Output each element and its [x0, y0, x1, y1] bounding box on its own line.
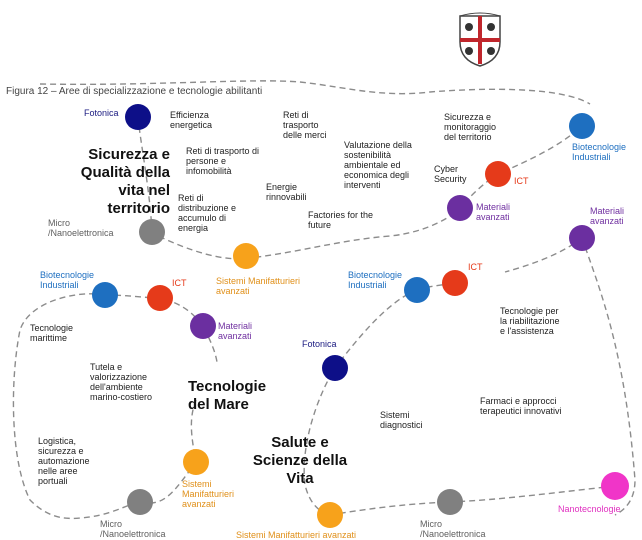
text-tecnologie-marittime: Tecnologie marittime [30, 323, 74, 343]
text-farmaci: Farmaci e approcci terapeutici innovativ… [480, 396, 562, 416]
node-label-sistemi-left: Sistemi Manifatturieri avanzati [182, 479, 235, 509]
text-reti-merci: Reti di trasporto delle merci [283, 110, 327, 140]
node-label-materiali-top: Materiali avanzati [476, 202, 511, 222]
node-label-ict-left: ICT [172, 278, 187, 288]
path-top [39, 80, 591, 105]
node-biotec-top-right [569, 113, 595, 139]
node-ict-mid [442, 270, 468, 296]
node-sistemi-top [233, 243, 259, 269]
area-title-salute: Salute e Scienze della Vita [252, 434, 348, 487]
node-label-micro-bottom-right: Micro /Nanoelettronica [420, 519, 486, 539]
node-label-micro-bottom-left: Micro /Nanoelettronica [100, 519, 166, 539]
text-sistemi-diagnostici: Sistemi diagnostici [380, 410, 423, 430]
node-micro-bottom-left [127, 489, 153, 515]
node-label-sistemi-bottom: Sistemi Manifatturieri avanzati [236, 530, 357, 540]
path-right [504, 237, 583, 273]
text-energie: Energie rinnovabili [266, 182, 307, 202]
node-micro-top [139, 219, 165, 245]
text-factories: Factories for the future [308, 210, 374, 230]
node-label-materiali-left: Materiali avanzati [218, 321, 253, 341]
node-label-sistemi-top: Sistemi Manifatturieri avanzati [216, 276, 301, 296]
path-left-loop [12, 293, 141, 520]
node-sistemi-left [183, 449, 209, 475]
text-efficienza: Efficienza energetica [170, 110, 213, 130]
text-tecnologie-riabilitazione: Tecnologie per la riabilitazione e l'ass… [500, 306, 560, 336]
node-label-materiali-right: Materiali avanzati [590, 206, 625, 226]
node-sistemi-bottom [317, 502, 343, 528]
node-fotonica-mid [322, 355, 348, 381]
node-materiali-top [447, 195, 473, 221]
node-materiali-left [190, 313, 216, 339]
node-biotec-mid [404, 277, 430, 303]
text-cyber: Cyber Security [434, 164, 467, 184]
text-reti-persone: Reti di trasporto di persone e infomobil… [186, 146, 260, 176]
node-micro-bottom-right [437, 489, 463, 515]
node-label-nanotec: Nanotecnologie [558, 504, 621, 514]
sardinia-coat-of-arms-icon [459, 12, 501, 67]
path-left-to-mid [104, 294, 218, 363]
node-label-biotec-top-right: Biotecnologie Industriali [572, 142, 627, 162]
text-valutazione: Valutazione della sostenibilità ambienta… [344, 140, 412, 190]
node-label-fotonica-mid: Fotonica [302, 339, 337, 349]
node-label-micro-top: Micro /Nanoelettronica [48, 218, 114, 238]
text-reti-distribuzione: Reti di distribuzione e accumulo di ener… [178, 193, 237, 233]
node-label-biotec-mid: Biotecnologie Industriali [348, 270, 403, 290]
text-tutela: Tutela e valorizzazione dell'ambiente ma… [90, 362, 153, 402]
path-mare-down [190, 399, 197, 463]
node-ict-top [485, 161, 511, 187]
path-mid-down [303, 289, 418, 516]
node-nanotec [601, 472, 629, 500]
area-title-sicurezza: Sicurezza e Qualità della vita nel terri… [80, 146, 170, 217]
node-materiali-right [569, 225, 595, 251]
text-sicurezza-monitoraggio: Sicurezza e monitoraggio del territorio [444, 112, 497, 142]
node-fotonica-top [125, 104, 151, 130]
path-fotonica-top [137, 116, 153, 233]
node-label-biotec-left: Biotecnologie Industriali [40, 270, 95, 290]
node-label-fotonica-top: Fotonica [84, 108, 119, 118]
node-ict-left [147, 285, 173, 311]
text-logistica: Logistica, sicurezza e automazione nelle… [38, 436, 90, 486]
node-biotec-left [92, 282, 118, 308]
figure-caption: Figura 12 – Aree di specializzazione e t… [6, 86, 263, 97]
node-label-ict-mid: ICT [468, 262, 483, 272]
path-right-vert [581, 237, 636, 516]
area-title-mare: Tecnologie del Mare [188, 378, 267, 413]
node-label-ict-top: ICT [514, 176, 529, 186]
